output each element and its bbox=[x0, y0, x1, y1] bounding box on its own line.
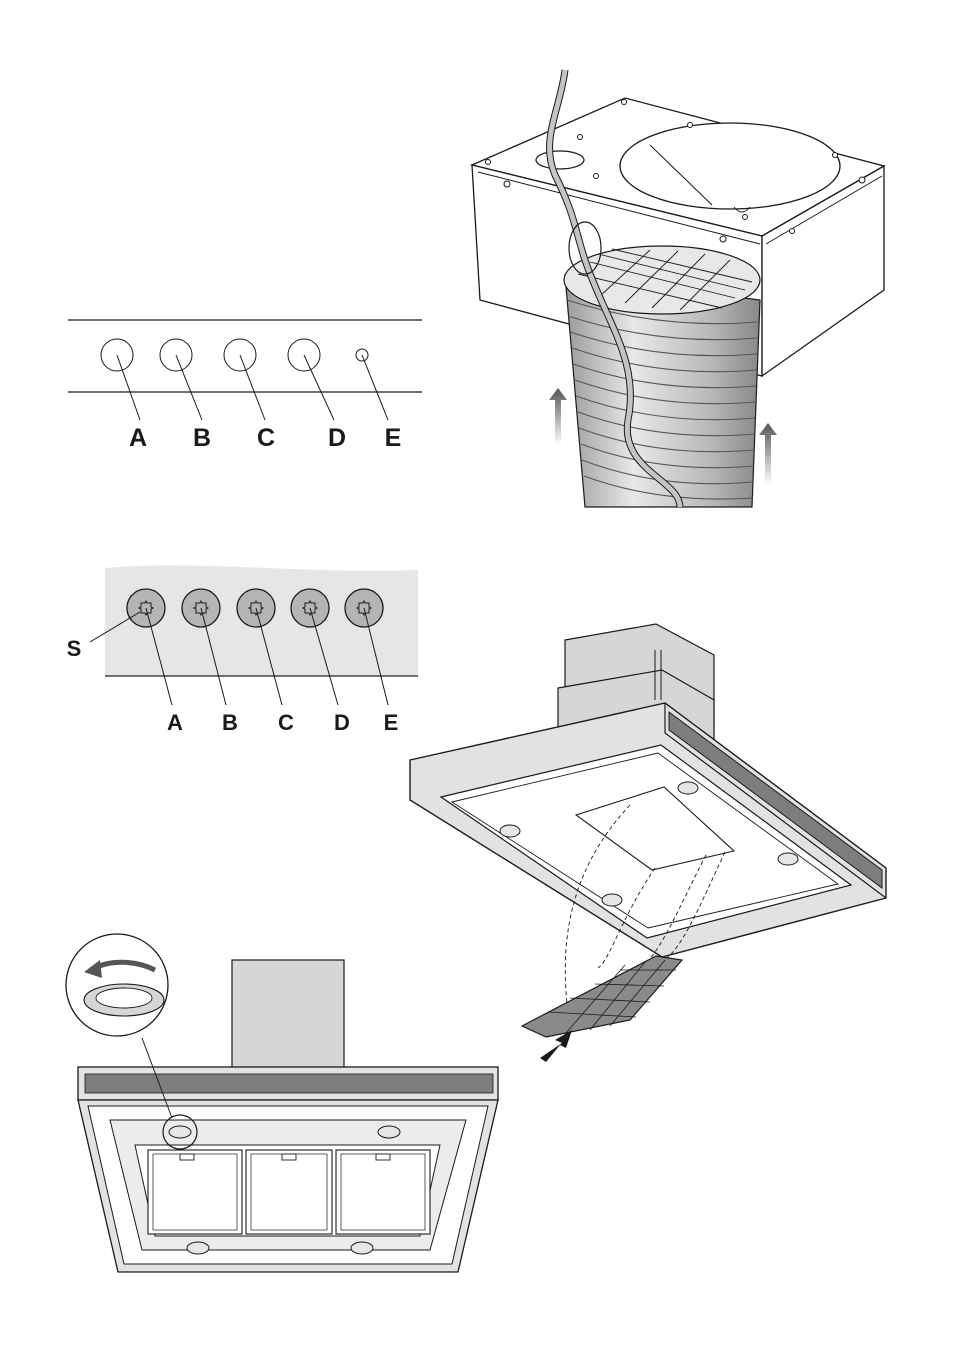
grease-filter-1 bbox=[148, 1150, 242, 1234]
grease-filter-2 bbox=[246, 1150, 332, 1234]
hood-filter-illustration bbox=[410, 624, 886, 1062]
panel1-label-d: D bbox=[328, 424, 346, 452]
panel1-label-b: B bbox=[193, 424, 211, 452]
screw-label-s: S bbox=[67, 636, 82, 661]
panel2-label-e: E bbox=[384, 710, 399, 735]
panel2-label-d: D bbox=[334, 710, 350, 735]
panel2-label-b: B bbox=[222, 710, 238, 735]
panel1-label-a: A bbox=[129, 424, 147, 452]
airflow-arrow-left bbox=[549, 388, 567, 445]
hood-front-illustration bbox=[66, 934, 498, 1272]
control-panel-outline bbox=[68, 320, 422, 420]
grease-filter-3 bbox=[336, 1150, 430, 1234]
panel1-label-c: C bbox=[257, 424, 275, 452]
airflow-arrow-right bbox=[759, 423, 777, 485]
front-light-strip bbox=[85, 1074, 493, 1093]
knob-panel bbox=[90, 565, 418, 705]
panel2-label-c: C bbox=[278, 710, 294, 735]
panel1-label-e: E bbox=[385, 424, 402, 452]
panel2-label-a: A bbox=[167, 710, 183, 735]
